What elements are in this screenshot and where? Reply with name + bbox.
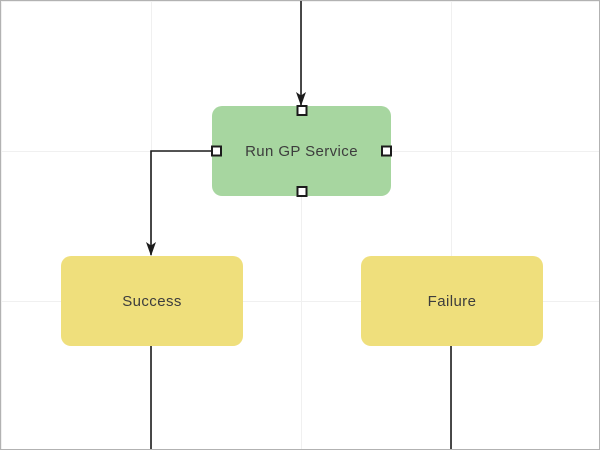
connection-handle-top[interactable] xyxy=(296,105,307,116)
node-success[interactable]: Success xyxy=(61,256,243,346)
node-failure[interactable]: Failure xyxy=(361,256,543,346)
connection-handle-right[interactable] xyxy=(381,145,392,157)
connection-handle-left[interactable] xyxy=(211,145,222,157)
node-run-gp-service[interactable]: Run GP Service xyxy=(211,105,392,197)
node-label: Failure xyxy=(427,292,477,310)
node-label: Run GP Service xyxy=(245,142,358,160)
connection-handle-bottom[interactable] xyxy=(296,186,307,197)
node-label: Success xyxy=(122,292,182,310)
connector-run-gp-service-to-success[interactable] xyxy=(146,150,213,256)
